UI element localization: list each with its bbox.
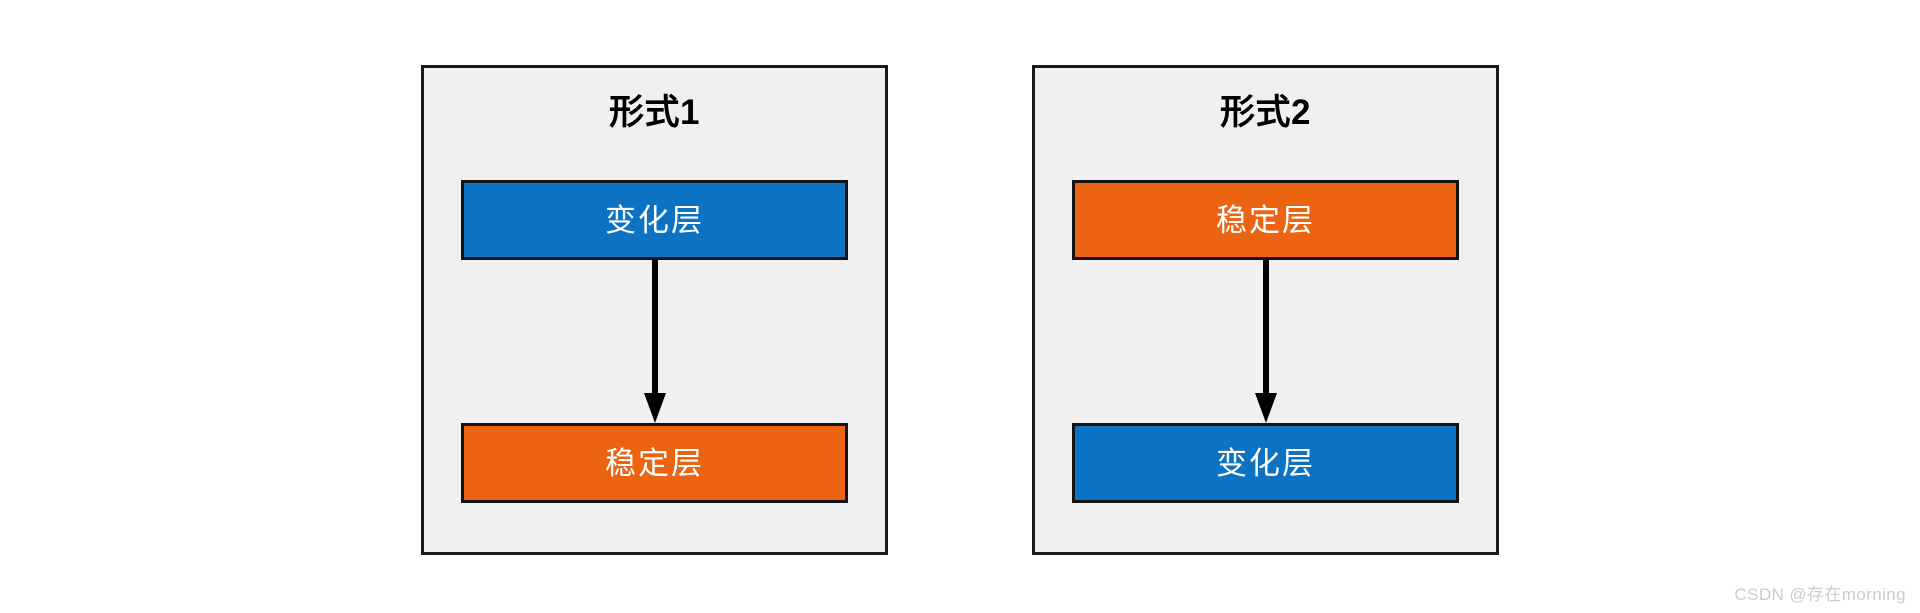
form-1-arrow-down-icon <box>642 260 668 424</box>
panel-form-1: 形式1 变化层 稳定层 <box>421 65 888 555</box>
form-2-bottom-box: 变化层 <box>1072 423 1459 503</box>
form-2-top-box-label: 稳定层 <box>1216 202 1315 238</box>
panel-form-2: 形式2 稳定层 变化层 <box>1032 65 1499 555</box>
panel-title-form-2: 形式2 <box>1220 93 1311 132</box>
form-2-arrow-down-icon <box>1253 260 1279 424</box>
form-2-bottom-box-label: 变化层 <box>1216 445 1315 481</box>
form-1-top-box: 变化层 <box>461 180 848 260</box>
csdn-watermark: CSDN @存在morning <box>1734 585 1906 604</box>
form-1-top-box-label: 变化层 <box>605 202 704 238</box>
form-1-bottom-box-label: 稳定层 <box>605 445 704 481</box>
form-1-bottom-box: 稳定层 <box>461 423 848 503</box>
panel-title-form-1: 形式1 <box>609 93 700 132</box>
form-2-top-box: 稳定层 <box>1072 180 1459 260</box>
